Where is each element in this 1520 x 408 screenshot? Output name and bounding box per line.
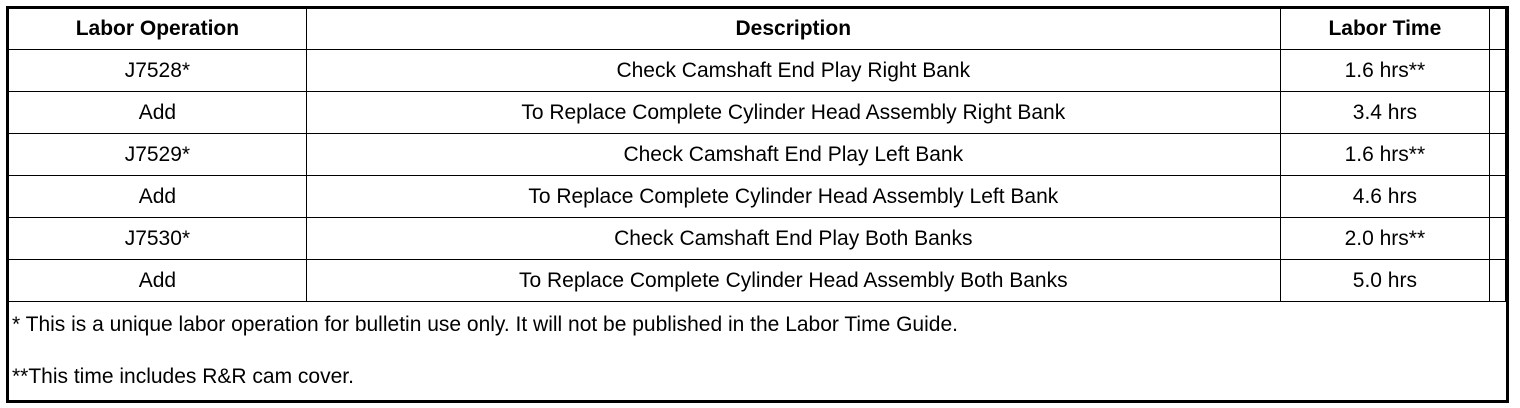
table-row: Add To Replace Complete Cylinder Head As… [9, 259, 1507, 302]
blank-cell [1488, 91, 1507, 134]
table-row: J7530* Check Camshaft End Play Both Bank… [9, 217, 1507, 260]
description-cell: Check Camshaft End Play Left Bank [305, 133, 1281, 176]
table-row: Add To Replace Complete Cylinder Head As… [9, 91, 1507, 134]
labor-time-cell: 2.0 hrs** [1279, 217, 1490, 260]
description-cell: Check Camshaft End Play Right Bank [305, 49, 1281, 92]
footnotes: * This is a unique labor operation for b… [9, 303, 1506, 400]
operation-cell: Add [9, 175, 307, 218]
header-description: Description [305, 9, 1281, 50]
labor-time-cell: 3.4 hrs [1279, 91, 1490, 134]
labor-time-cell: 5.0 hrs [1279, 259, 1490, 302]
table-row: J7529* Check Camshaft End Play Left Bank… [9, 133, 1507, 176]
blank-cell [1488, 259, 1507, 302]
labor-time-cell: 1.6 hrs** [1279, 49, 1490, 92]
table-row: Add To Replace Complete Cylinder Head As… [9, 175, 1507, 218]
operation-cell: J7529* [9, 133, 307, 176]
footnote-cam-cover: **This time includes R&R cam cover. [12, 365, 354, 388]
description-cell: Check Camshaft End Play Both Banks [305, 217, 1281, 260]
operation-cell: J7530* [9, 217, 307, 260]
labor-time-cell: 4.6 hrs [1279, 175, 1490, 218]
header-blank-cell [1488, 9, 1507, 50]
labor-time-table: Labor Operation Description Labor Time J… [9, 9, 1507, 302]
labor-time-table-frame: Labor Operation Description Labor Time J… [6, 6, 1509, 403]
labor-time-cell: 1.6 hrs** [1279, 133, 1490, 176]
blank-cell [1488, 217, 1507, 260]
table-header-row: Labor Operation Description Labor Time [9, 9, 1507, 50]
blank-cell [1488, 133, 1507, 176]
operation-cell: Add [9, 259, 307, 302]
blank-cell [1488, 175, 1507, 218]
description-cell: To Replace Complete Cylinder Head Assemb… [305, 259, 1281, 302]
description-cell: To Replace Complete Cylinder Head Assemb… [305, 175, 1281, 218]
operation-cell: Add [9, 91, 307, 134]
description-cell: To Replace Complete Cylinder Head Assemb… [305, 91, 1281, 134]
table-row: J7528* Check Camshaft End Play Right Ban… [9, 49, 1507, 92]
footnote-unique-operation: * This is a unique labor operation for b… [12, 313, 958, 336]
operation-cell: J7528* [9, 49, 307, 92]
header-labor-operation: Labor Operation [9, 9, 307, 50]
blank-cell [1488, 49, 1507, 92]
header-labor-time: Labor Time [1279, 9, 1490, 50]
